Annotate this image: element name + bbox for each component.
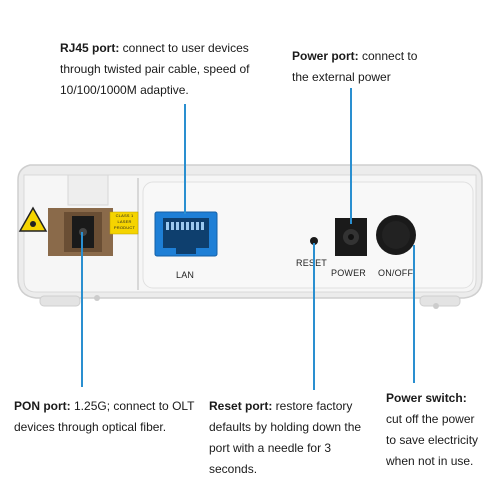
power-switch-callout-line2: to save electricity [386,433,479,447]
pon-callout-line2: devices through optical fiber. [14,420,167,434]
power-port-callout-line2: the external power [292,70,391,84]
rj45-callout: RJ45 port: connect to user devices throu… [60,38,300,101]
reset-hole [310,237,318,245]
reset-callout-line2: defaults by holding down the [209,420,362,434]
pon-callout-line1: 1.25G; connect to OLT [70,399,195,413]
rj45-callout-line3: 10/100/1000M adaptive. [60,83,189,97]
reset-label: RESET [296,258,328,268]
rj45-callout-title: RJ45 port: [60,41,120,55]
laser-sticker-text: CLASS 1 LASER PRODUCT [113,213,136,230]
power-port-callout-line1: connect to [358,49,418,63]
rj45-leader-line [184,104,186,214]
power-dc-jack [335,218,367,256]
reset-leader-line [313,243,315,390]
power-switch-callout-line3: when not in use. [386,454,474,468]
pon-callout: PON port: 1.25G; connect to OLT devices … [14,396,204,438]
reset-callout-line4: seconds. [209,462,258,476]
power-port-leader-line [350,88,352,224]
power-label: POWER [331,268,367,278]
onoff-label: ON/OFF [378,268,414,278]
reset-callout-line1: restore factory [272,399,353,413]
rj45-lan-port [154,211,218,257]
rj45-callout-line2: through twisted pair cable, speed of [60,62,250,76]
power-switch-callout-title: Power switch: [386,391,467,405]
power-switch-leader-line [413,245,415,383]
power-port-callout: Power port: connect to the external powe… [292,46,492,88]
pon-callout-title: PON port: [14,399,71,413]
pon-leader-line [81,232,83,387]
reset-callout-line3: port with a needle for 3 [209,441,332,455]
pon-port [48,208,113,256]
reset-callout-title: Reset port: [209,399,273,413]
rj45-callout-line1: connect to user devices [119,41,249,55]
laser-class-sticker [109,211,139,235]
reset-callout: Reset port: restore factory defaults by … [209,396,379,480]
laser-warning-icon [18,206,48,232]
power-port-callout-title: Power port: [292,49,359,63]
power-switch-callout-line1: cut off the power [386,412,475,426]
lan-label: LAN [176,270,195,280]
power-switch-callout: Power switch: cut off the power to save … [386,388,498,472]
power-switch-button [376,215,416,255]
